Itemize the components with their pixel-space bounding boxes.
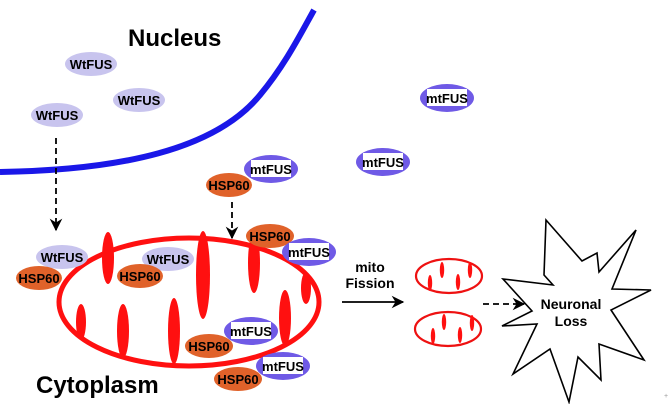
fission-label-line1: mito [355, 259, 385, 275]
wtfus-label: WtFUS [118, 93, 161, 108]
cytoplasm-label: Cytoplasm [36, 372, 159, 399]
neuronal-loss-label-line1: Neuronal [541, 296, 602, 312]
hsp60-label: HSP60 [188, 339, 229, 354]
wtfus-nuclear-3: WtFUS [31, 103, 83, 127]
neuronal-loss-burst [500, 217, 652, 404]
neuronal-loss-label-line2: Loss [555, 313, 588, 329]
fission-label-line2: Fission [345, 275, 394, 291]
wtfus-label: WtFUS [147, 252, 190, 267]
wtfus-label: WtFUS [36, 108, 79, 123]
mitochondrion-fragment-2 [413, 310, 483, 348]
hsp60-label: HSP60 [217, 372, 258, 387]
mtfus-label: mtFUS [288, 245, 330, 260]
wtfus-hsp60-complex-inner: WtFUS HSP60 [117, 247, 194, 288]
hsp60-label: HSP60 [208, 178, 249, 193]
hsp60-label: HSP60 [119, 269, 160, 284]
hsp60-mtfus-complex-outer-bottom: mtFUS HSP60 [214, 352, 310, 391]
mtfus-label: mtFUS [362, 155, 404, 170]
wtfus-hsp60-complex-left: WtFUS HSP60 [16, 245, 88, 290]
hsp60-mtfus-complex-inner-bottom: mtFUS HSP60 [185, 317, 278, 358]
nucleus-label: Nucleus [128, 25, 221, 52]
mtfus-label: mtFUS [262, 359, 304, 374]
mtfus-label: mtFUS [426, 91, 468, 106]
nucleus-membrane [0, 8, 317, 175]
mitochondrion-fragment-1 [414, 257, 484, 295]
corner-mark: + [664, 393, 668, 400]
mtfus-free-1: mtFUS [420, 84, 474, 112]
wtfus-nuclear-1: WtFUS [65, 52, 117, 76]
wtfus-label: WtFUS [70, 57, 113, 72]
hsp60-mtfus-complex-top: mtFUS HSP60 [206, 155, 298, 197]
wtfus-label: WtFUS [41, 250, 84, 265]
hsp60-label: HSP60 [249, 229, 290, 244]
mitochondrion-main [56, 231, 322, 369]
mtfus-label: mtFUS [250, 162, 292, 177]
mtfus-free-2: mtFUS [356, 148, 410, 176]
mtfus-label: mtFUS [230, 324, 272, 339]
hsp60-label: HSP60 [18, 271, 59, 286]
wtfus-nuclear-2: WtFUS [113, 88, 165, 112]
hsp60-mtfus-complex-top-right: HSP60 mtFUS [246, 224, 336, 266]
